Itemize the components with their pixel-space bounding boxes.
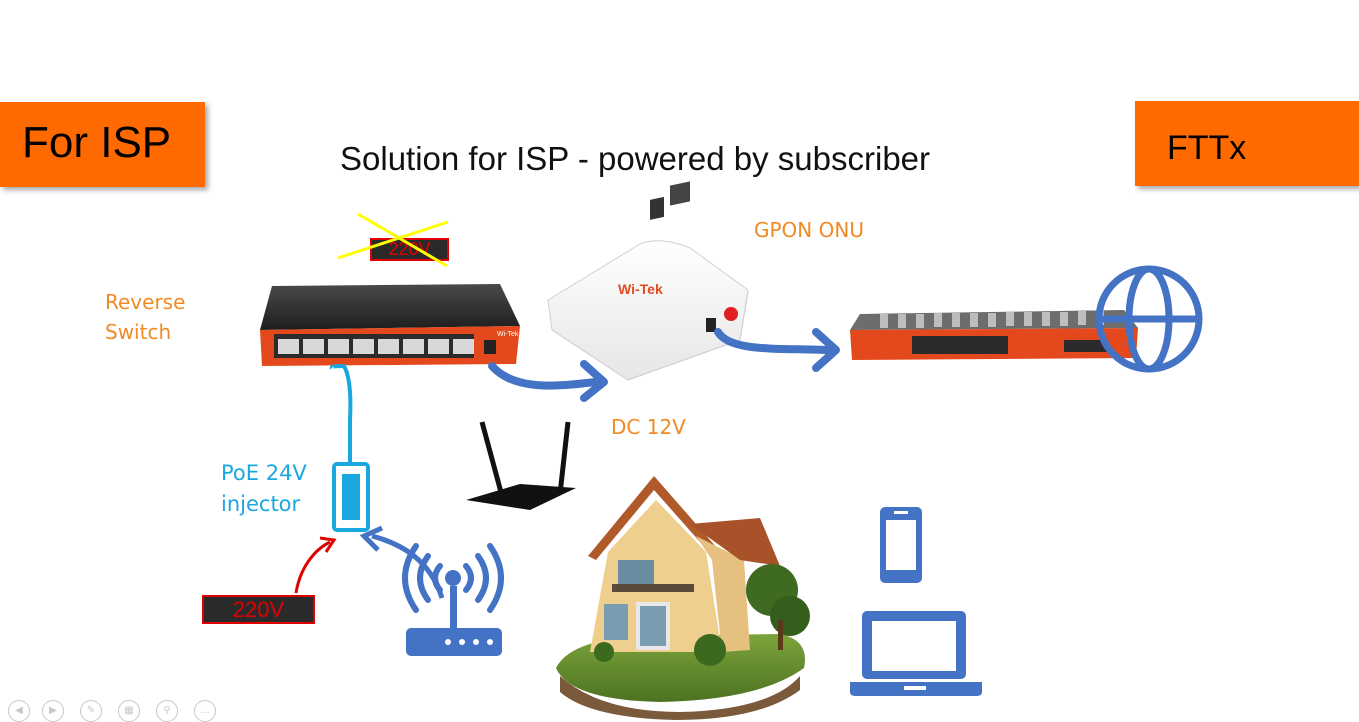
slide-title: Solution for ISP - powered by subscriber (340, 140, 931, 177)
for-isp-tag: For ISP (0, 102, 205, 187)
fttx-tag: FTTx (1135, 101, 1359, 186)
gpon-onu-label: GPON ONU (754, 218, 864, 242)
reverse-switch-device: Wi-Tek (260, 284, 520, 366)
poe-label-line2: injector (221, 492, 301, 516)
onu-to-olt-arrow-head (812, 328, 840, 372)
poe-label-line1: PoE 24V (221, 461, 307, 485)
dc-12v-label: DC 12V (611, 415, 686, 439)
dc-12v-arrow-head (580, 360, 608, 402)
reverse-switch-label-line2: Switch (105, 320, 172, 344)
reverse-switch-label: Reverse Switch (105, 287, 185, 347)
slide-sorter-icon[interactable]: ▦ (118, 700, 140, 722)
onu-brand-text: Wi-Tek (618, 281, 663, 297)
onu-to-olt-arrow (714, 328, 830, 354)
olt-device (850, 310, 1138, 360)
reverse-switch-label-line1: Reverse (105, 290, 186, 314)
previous-slide-button[interactable]: ◀ (8, 700, 30, 722)
poe-cable (329, 363, 353, 466)
globe-icon (1095, 265, 1203, 373)
poe-injector-label: PoE 24V injector (221, 458, 307, 520)
wifi-icon (402, 543, 504, 613)
house-image (556, 476, 810, 720)
power-arrow (294, 540, 331, 594)
smartphone-icon (880, 507, 922, 583)
laptop-icon (850, 611, 982, 696)
poe-injector-device (332, 462, 370, 532)
zoom-icon[interactable]: ⚲ (156, 700, 178, 722)
switch-brand-text: Wi-Tek (497, 331, 519, 338)
dc-12v-arrow (488, 362, 600, 390)
pen-tool-icon[interactable]: ✎ (80, 700, 102, 722)
mains-220v-badge: 220V (202, 595, 315, 624)
gpon-onu-device: Wi-Tek (547, 181, 749, 381)
next-slide-button[interactable]: ▶ (42, 700, 64, 722)
more-options-icon[interactable]: … (194, 700, 216, 722)
router-icon (406, 570, 502, 656)
wireless-router-device (466, 421, 576, 510)
